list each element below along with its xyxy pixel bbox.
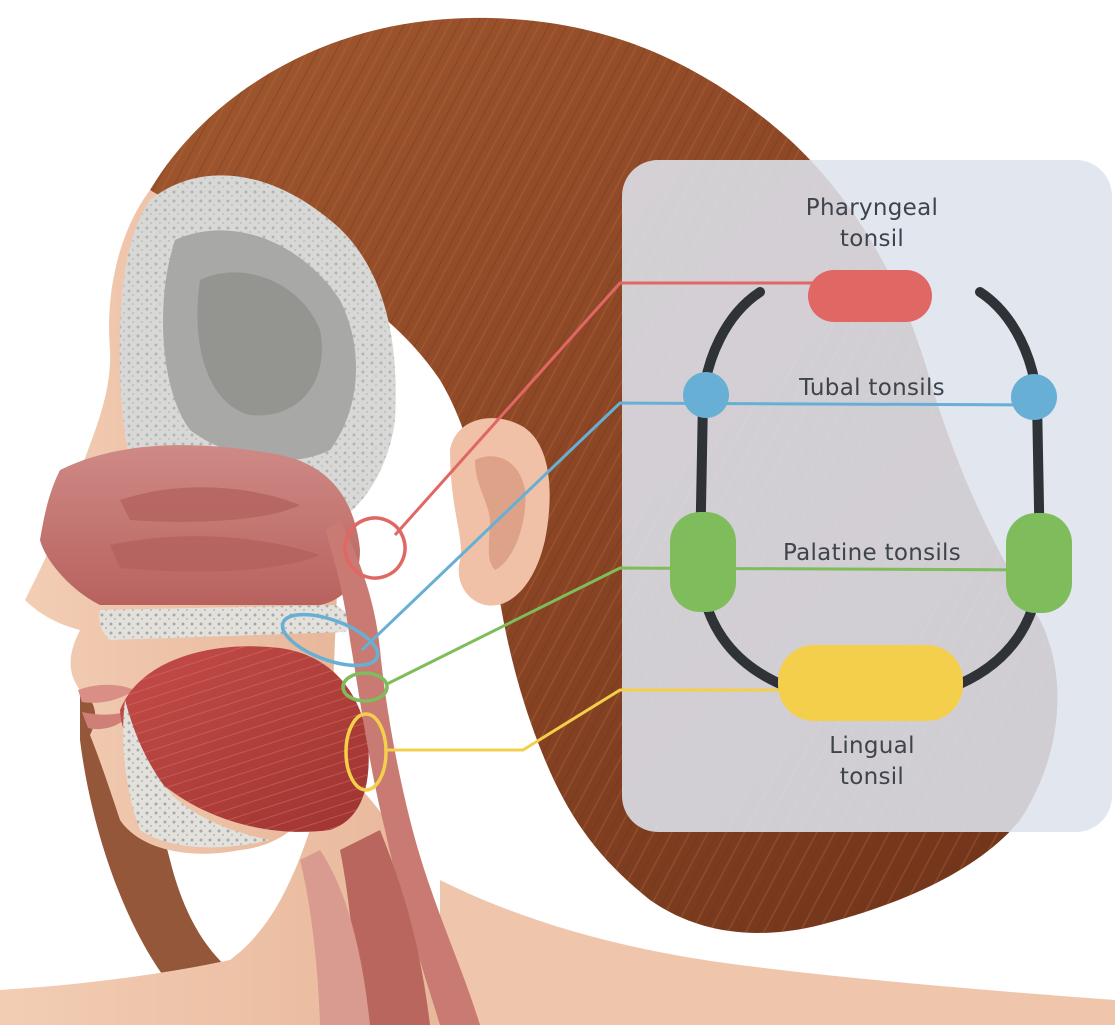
tubal-tonsils-label: Tubal tonsils (760, 373, 984, 404)
pharyngeal-tonsil-label: Pharyngeal tonsil (760, 193, 984, 255)
palatine-tonsils-label: Palatine tonsils (745, 538, 999, 569)
lingual-tonsil-label: Lingual tonsil (760, 731, 984, 793)
lingual-tonsil-marker (778, 645, 963, 721)
right-tubal-tonsil-marker (1011, 374, 1057, 420)
pharyngeal-label-line2: tonsil (760, 224, 984, 255)
left-tubal-tonsil-marker (683, 372, 729, 418)
lingual-label-line2: tonsil (760, 762, 984, 793)
pharyngeal-label-line1: Pharyngeal (760, 193, 984, 224)
nasal-cavity (40, 445, 360, 605)
pharyngeal-tonsil-marker (808, 270, 932, 322)
palatine-label-text: Palatine tonsils (745, 538, 999, 569)
tubal-label-text: Tubal tonsils (760, 373, 984, 404)
left-palatine-tonsil-marker (670, 512, 736, 612)
lingual-label-line1: Lingual (760, 731, 984, 762)
right-palatine-tonsil-marker (1006, 513, 1072, 613)
